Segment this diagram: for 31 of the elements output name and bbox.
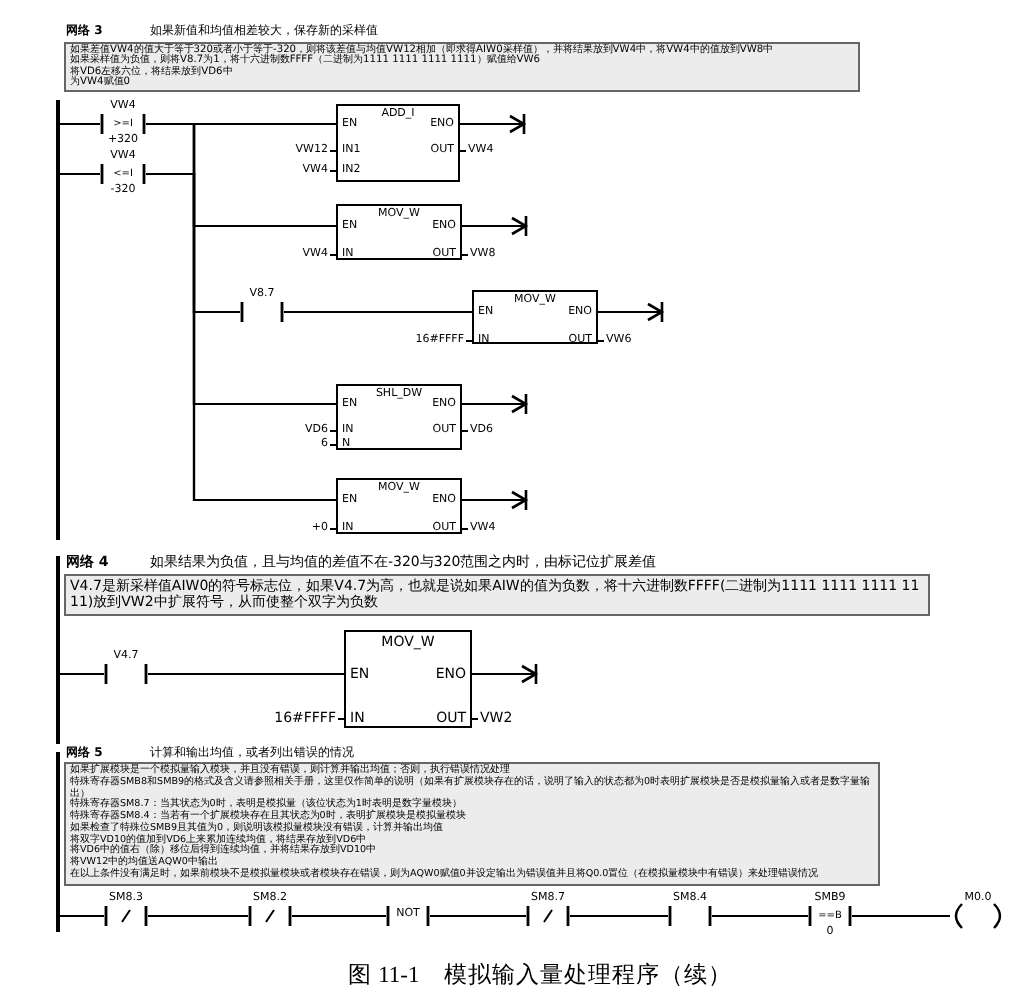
- wire: [462, 214, 528, 238]
- function-block: [336, 478, 462, 534]
- wire: [284, 310, 472, 314]
- function-block: [336, 204, 462, 260]
- function-block: [336, 104, 460, 182]
- comment-box: [64, 762, 880, 886]
- wire: [460, 112, 526, 136]
- caption: 图 11-1 模拟输入量处理程序（续）: [346, 960, 734, 990]
- wire: [58, 172, 100, 176]
- wire: [58, 914, 104, 918]
- wire: [852, 914, 950, 918]
- contact: [100, 150, 146, 196]
- wire: [598, 300, 664, 324]
- wire: [58, 672, 104, 676]
- contact: [100, 100, 146, 146]
- wire: [462, 392, 528, 416]
- comment-box: [64, 574, 930, 616]
- comment-box: [64, 42, 860, 93]
- wire: [462, 488, 528, 512]
- wire: [430, 914, 526, 918]
- wire: [58, 122, 100, 126]
- function-block: [472, 290, 598, 344]
- wire: [712, 914, 808, 918]
- wire: [570, 914, 668, 918]
- wire: [472, 662, 538, 686]
- contact: [808, 892, 852, 938]
- wire: [148, 914, 248, 918]
- function-block: [336, 384, 462, 450]
- function-block: [344, 630, 472, 728]
- wire: [292, 914, 386, 918]
- wire: [148, 672, 344, 676]
